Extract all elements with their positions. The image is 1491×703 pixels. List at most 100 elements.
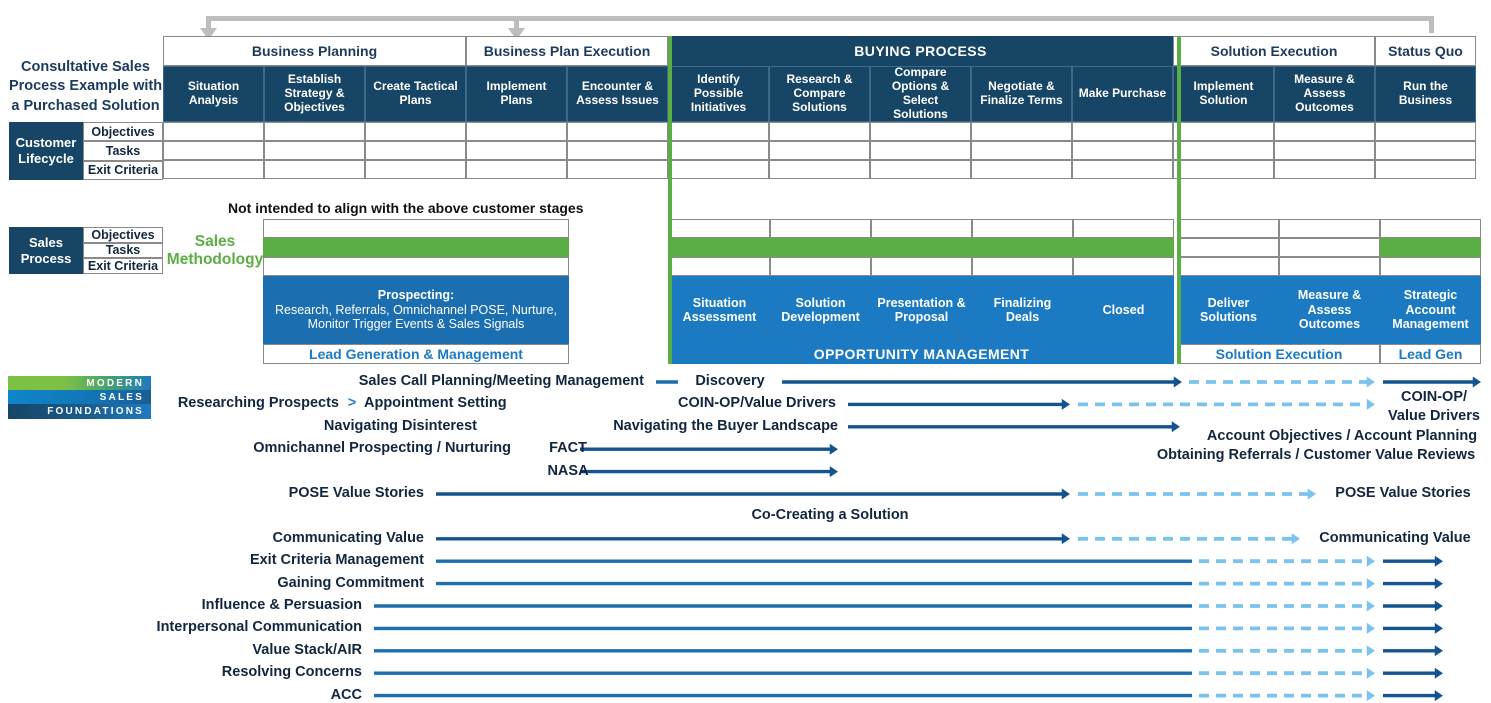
sp-mid-blank2-c3[interactable]: [972, 257, 1073, 276]
lifecycle-cell-r1-c0[interactable]: [163, 141, 264, 160]
lifecycle-row-label-exit-criteria: Exit Criteria: [83, 160, 163, 180]
lifecycle-cell-r1-c12[interactable]: [1375, 141, 1476, 160]
sp-right-blank1-c0[interactable]: [1178, 219, 1279, 238]
arrow-head: [1434, 600, 1443, 612]
lifecycle-cell-r2-c0[interactable]: [163, 160, 264, 179]
arrow-head: [1434, 667, 1443, 679]
stage-header-7: Compare Options & Select Solutions: [870, 66, 971, 122]
skill-arrow-lines: [374, 376, 1481, 702]
arrow-head: [1366, 645, 1375, 657]
arrow-head: [1061, 533, 1070, 545]
lifecycle-cell-r2-c5[interactable]: [668, 160, 769, 179]
skill-label-r0-0: Sales Call Planning/Meeting Management: [358, 373, 644, 389]
lifecycle-cell-r1-c7[interactable]: [870, 141, 971, 160]
skill-label-r8-0: Exit Criteria Management: [249, 552, 424, 569]
skill-right-label-r1-1: Value Drivers: [1388, 408, 1480, 424]
stage-header-11: Measure & Assess Outcomes: [1274, 66, 1375, 122]
sp-mid-blank1-c3[interactable]: [972, 219, 1073, 238]
arrow-head: [1434, 690, 1443, 702]
sp-mid-blank2-c1[interactable]: [770, 257, 871, 276]
lifecycle-cell-r2-c11[interactable]: [1274, 160, 1375, 179]
lifecycle-cell-r1-c8[interactable]: [971, 141, 1072, 160]
sp-right-blank2-c1[interactable]: [1279, 238, 1380, 257]
lifecycle-cell-r1-c4[interactable]: [567, 141, 668, 160]
lifecycle-cell-r1-c2[interactable]: [365, 141, 466, 160]
lifecycle-cell-r2-c2[interactable]: [365, 160, 466, 179]
lifecycle-cell-r2-c10[interactable]: [1173, 160, 1274, 179]
lifecycle-row-label-tasks: Tasks: [83, 141, 163, 161]
skill-label-r3-1: FACT: [549, 440, 587, 457]
arrow-head: [1366, 376, 1375, 388]
lifecycle-cell-r1-c10[interactable]: [1173, 141, 1274, 160]
sp-mid-blank2-c0[interactable]: [669, 257, 770, 276]
lifecycle-row-label-objectives: Objectives: [83, 122, 163, 142]
sp-stage-3: Finalizing Deals: [972, 276, 1073, 344]
lifecycle-cell-r0-c10[interactable]: [1173, 122, 1274, 141]
lifecycle-cell-r2-c4[interactable]: [567, 160, 668, 179]
sp-right-blank3-c1[interactable]: [1279, 257, 1380, 276]
lead-generation-block: Prospecting: Research, Referrals, Omnich…: [263, 219, 569, 364]
lifecycle-cell-r0-c3[interactable]: [466, 122, 567, 141]
sp-right-footer-1: Lead Gen: [1380, 344, 1481, 364]
lifecycle-cell-r0-c12[interactable]: [1375, 122, 1476, 141]
lifecycle-cell-r1-c11[interactable]: [1274, 141, 1375, 160]
sp-stage-4: Closed: [1073, 276, 1174, 344]
sp-right-blank1-c1[interactable]: [1279, 219, 1380, 238]
stage-header-0: Situation Analysis: [163, 66, 264, 122]
stage-header-9: Make Purchase: [1072, 66, 1173, 122]
skill-right-label-r3-0: Account Objectives / Account Planning: [1206, 428, 1478, 444]
sp-mid-blank1-c1[interactable]: [770, 219, 871, 238]
arrow-head: [829, 466, 838, 478]
sp-stage-2: Presentation & Proposal: [871, 276, 972, 344]
lifecycle-cell-r1-c5[interactable]: [668, 141, 769, 160]
lifecycle-cell-r1-c1[interactable]: [264, 141, 365, 160]
lifecycle-cell-r2-c9[interactable]: [1072, 160, 1173, 179]
lifecycle-cell-r0-c4[interactable]: [567, 122, 668, 141]
sp-right-blank3-c0[interactable]: [1178, 257, 1279, 276]
arrow-head: [1366, 690, 1375, 702]
lifecycle-cell-r2-c8[interactable]: [971, 160, 1072, 179]
arrow-head: [1307, 488, 1316, 500]
lifecycle-cell-r0-c7[interactable]: [870, 122, 971, 141]
lifecycle-cell-r1-c6[interactable]: [769, 141, 870, 160]
lifecycle-cell-r0-c8[interactable]: [971, 122, 1072, 141]
lifecycle-cell-r0-c11[interactable]: [1274, 122, 1375, 141]
sp-right-blank2-c0[interactable]: [1178, 238, 1279, 257]
sp-right-stage-0: Deliver Solutions: [1178, 276, 1279, 344]
lifecycle-cell-r1-c3[interactable]: [466, 141, 567, 160]
sp-mid-blank1-c0[interactable]: [669, 219, 770, 238]
sp-right-blank1-c2[interactable]: [1380, 219, 1481, 238]
sp-stage-0: Situation Assessment: [669, 276, 770, 344]
arrow-head: [1061, 488, 1070, 500]
lifecycle-cell-r0-c2[interactable]: [365, 122, 466, 141]
sp-mid-blank1-c4[interactable]: [1073, 219, 1174, 238]
skill-label-r13-0: Resolving Concerns: [221, 664, 362, 681]
salesprocess-row-label-objectives: Objectives: [83, 227, 163, 243]
logo-line-foundations: FOUNDATIONS: [8, 404, 151, 419]
skill-label-r7-1: Communicating Value: [1319, 529, 1471, 546]
arrow-head: [1366, 622, 1375, 634]
lifecycle-cell-r0-c9[interactable]: [1072, 122, 1173, 141]
lifecycle-cell-r0-c1[interactable]: [264, 122, 365, 141]
sp-right-blank3-c2[interactable]: [1380, 257, 1481, 276]
lifecycle-cell-r2-c7[interactable]: [870, 160, 971, 179]
sp-mid-blank2-c2[interactable]: [871, 257, 972, 276]
lifecycle-cell-r2-c6[interactable]: [769, 160, 870, 179]
sp-mid-blank1-c2[interactable]: [871, 219, 972, 238]
lifecycle-cell-r2-c12[interactable]: [1375, 160, 1476, 179]
skill-label-r7-0: Communicating Value: [272, 529, 424, 546]
stage-header-6: Research & Compare Solutions: [769, 66, 870, 122]
sp-stage-1: Solution Development: [770, 276, 871, 344]
buying-process-left-rule: [668, 36, 672, 364]
sp-mid-green-c4: [1073, 238, 1174, 257]
sp-mid-blank2-c4[interactable]: [1073, 257, 1174, 276]
prospecting-line-1: Research, Referrals, Omnichannel POSE, N…: [274, 302, 558, 317]
lifecycle-cell-r0-c0[interactable]: [163, 122, 264, 141]
lifecycle-cell-r0-c5[interactable]: [668, 122, 769, 141]
lifecycle-cell-r1-c9[interactable]: [1072, 141, 1173, 160]
lifecycle-cell-r0-c6[interactable]: [769, 122, 870, 141]
lifecycle-cell-r2-c1[interactable]: [264, 160, 365, 179]
lifecycle-cell-r2-c3[interactable]: [466, 160, 567, 179]
prospecting-title: Prospecting:: [377, 288, 455, 303]
